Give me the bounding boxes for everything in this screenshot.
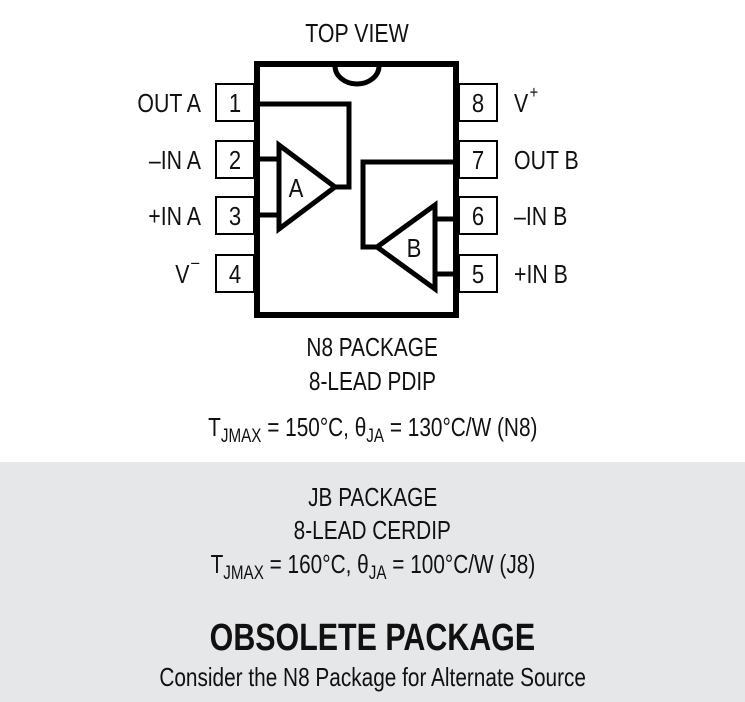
tj-subscript: JMAX — [222, 563, 264, 584]
pin-1-label: OUT A — [137, 89, 201, 119]
diagram-title: TOP VIEW — [305, 19, 409, 49]
pin-3-label: +IN A — [148, 202, 201, 232]
pin-7-number: 7 — [472, 146, 484, 175]
theta-subscript: JA — [365, 426, 384, 447]
pin-2-label: –IN A — [149, 146, 201, 176]
pin-6-number: 6 — [472, 202, 484, 231]
pin-4-label-sup: – — [191, 253, 200, 273]
pin-1: 1 — [215, 83, 255, 122]
tj-symbol: T — [207, 412, 221, 442]
obsolete-status: OBSOLETE PACKAGE — [209, 617, 536, 659]
n8-package-name: N8 PACKAGE — [306, 332, 439, 362]
tj-value: = 150°C, — [261, 412, 355, 442]
obsolete-package-panel — [0, 462, 745, 702]
pin-5: 5 — [458, 254, 498, 293]
jb-package-type: 8-LEAD CERDIP — [293, 515, 452, 545]
jb-package-name: JB PACKAGE — [307, 482, 438, 512]
tj-symbol: T — [210, 549, 223, 579]
pin-4: 4 — [215, 254, 255, 293]
tj-subscript: JMAX — [220, 426, 262, 447]
obsolete-status-line: OBSOLETE PACKAGE — [0, 618, 745, 658]
n8-package-type-line: 8-LEAD PDIP — [0, 366, 745, 396]
theta-value: = 130°C/W (N8) — [383, 412, 538, 442]
alternate-source-note: Consider the N8 Package for Alternate So… — [159, 662, 586, 692]
pin-8-number: 8 — [472, 89, 484, 118]
theta-symbol: θ — [356, 549, 369, 579]
pinout-diagram: TOP VIEW 1 2 3 4 8 7 6 5 A — [137, 19, 579, 318]
pin-2-number: 2 — [229, 146, 241, 175]
tj-value: = 160°C, — [263, 549, 357, 579]
pin-1-number: 1 — [229, 89, 241, 118]
amplifier-a-label: A — [289, 174, 305, 203]
amplifier-b-label: B — [407, 234, 422, 263]
pin-5-label: +IN B — [514, 260, 568, 290]
n8-thermal-line: TJMAX = 150°C, θJA = 130°C/W (N8) — [0, 412, 745, 446]
alternate-source-note-line: Consider the N8 Package for Alternate So… — [0, 662, 745, 692]
jb-thermal-line: TJMAX = 160°C, θJA = 100°C/W (J8) — [0, 549, 745, 583]
n8-package-name-line: N8 PACKAGE — [0, 332, 745, 362]
theta-symbol: θ — [354, 412, 366, 442]
jb-package-name-line: JB PACKAGE — [0, 482, 745, 512]
pin-5-number: 5 — [472, 260, 484, 289]
pin-7-label: OUT B — [514, 146, 579, 176]
theta-subscript: JA — [368, 563, 387, 584]
n8-package-type: 8-LEAD PDIP — [308, 366, 437, 396]
theta-value: = 100°C/W (J8) — [386, 549, 535, 579]
pin-8-label-sup: + — [530, 83, 539, 103]
pin-4-label: V — [175, 260, 189, 290]
pin-3-number: 3 — [229, 202, 241, 231]
jb-thermal: TJMAX = 160°C, θJA = 100°C/W (J8) — [210, 549, 535, 583]
n8-thermal: TJMAX = 150°C, θJA = 130°C/W (N8) — [207, 412, 538, 446]
pin-8: 8 — [458, 83, 498, 122]
pin-6-label: –IN B — [514, 202, 567, 232]
pin-3: 3 — [215, 196, 255, 235]
amplifier-a — [259, 101, 352, 234]
pin-2: 2 — [215, 140, 255, 179]
pin-4-number: 4 — [229, 260, 241, 289]
pin-7: 7 — [458, 140, 498, 179]
pin-6: 6 — [458, 196, 498, 235]
pin1-notch-icon — [332, 65, 382, 87]
pin-8-label: V — [514, 89, 528, 119]
amplifier-b — [360, 159, 455, 294]
jb-package-type-line: 8-LEAD CERDIP — [0, 515, 745, 545]
